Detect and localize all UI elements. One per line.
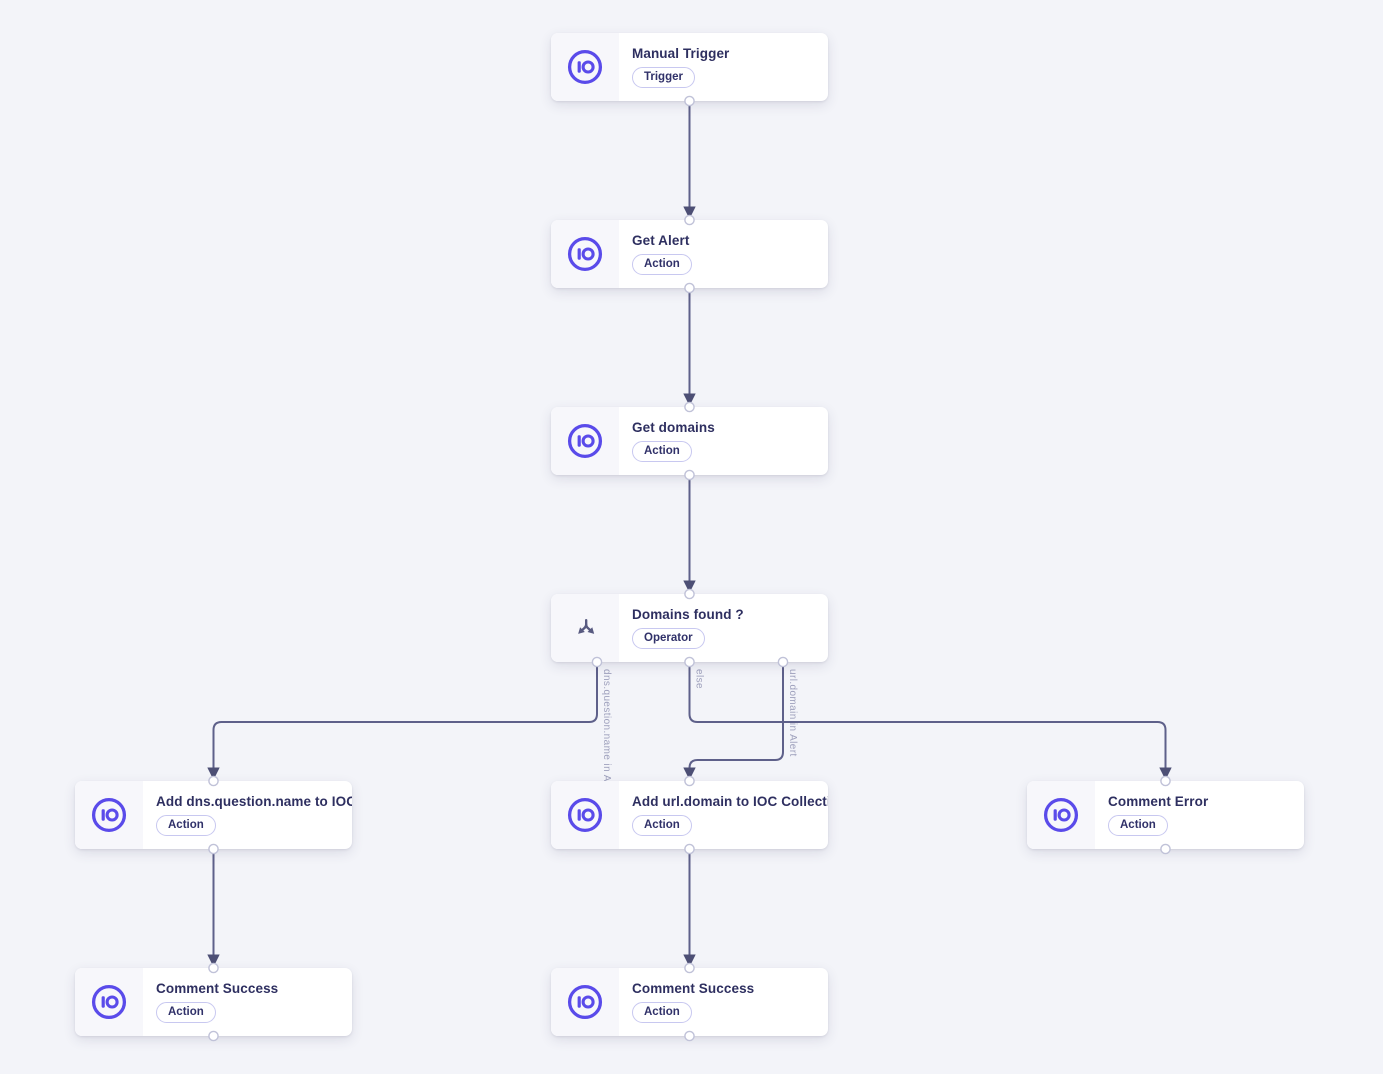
connector-port-in-comment-success-left[interactable] xyxy=(208,962,219,974)
edge-condition-label: dns.question.name in Alert xyxy=(601,669,612,798)
node-icon-panel xyxy=(551,781,619,849)
sekoia-io-logo-icon xyxy=(90,796,128,834)
connector-port-in-domains-found[interactable] xyxy=(684,588,695,600)
connector-port-out-center-manual-trigger[interactable] xyxy=(684,95,695,107)
node-type-badge: Action xyxy=(632,1001,692,1024)
node-body: Comment Success Action xyxy=(143,968,352,1036)
connector-port-out-center-add-url[interactable] xyxy=(684,843,695,855)
sekoia-io-logo-icon xyxy=(90,983,128,1021)
connector-port-in-add-url[interactable] xyxy=(684,775,695,787)
workflow-node-get-alert[interactable]: Get Alert Action xyxy=(551,220,828,288)
sekoia-io-logo-icon xyxy=(566,983,604,1021)
split-branch-icon xyxy=(572,615,599,642)
connector-port-out-center-comment-success-left[interactable] xyxy=(208,1030,219,1042)
node-title: Get domains xyxy=(632,419,715,435)
connector-port-out-center-comment-error[interactable] xyxy=(1160,843,1171,855)
workflow-node-comment-success-center[interactable]: Comment Success Action xyxy=(551,968,828,1036)
node-body: Get Alert Action xyxy=(619,220,828,288)
node-icon-panel xyxy=(551,407,619,475)
node-icon-panel xyxy=(551,220,619,288)
node-icon-panel xyxy=(551,968,619,1036)
node-type-badge: Action xyxy=(156,814,216,837)
node-type-badge: Action xyxy=(1108,814,1168,837)
connector-port-out-center-get-alert[interactable] xyxy=(684,282,695,294)
edge-condition-label: url.domain in Alert xyxy=(787,669,798,757)
node-body: Add dns.question.name to IOC ... Action xyxy=(143,781,352,849)
node-type-badge: Action xyxy=(156,1001,216,1024)
node-body: Get domains Action xyxy=(619,407,828,475)
node-icon-panel xyxy=(551,594,619,662)
workflow-node-domains-found[interactable]: Domains found ? Operator xyxy=(551,594,828,662)
connector-port-out-right-domains-found[interactable] xyxy=(777,656,789,668)
node-icon-panel xyxy=(1027,781,1095,849)
connector-port-in-add-dns[interactable] xyxy=(208,775,219,787)
workflow-node-add-dns[interactable]: Add dns.question.name to IOC ... Action xyxy=(75,781,352,849)
workflow-node-get-domains[interactable]: Get domains Action xyxy=(551,407,828,475)
sekoia-io-logo-icon xyxy=(566,796,604,834)
node-type-badge: Action xyxy=(632,814,692,837)
node-title: Comment Success xyxy=(632,980,755,996)
node-type-badge: Operator xyxy=(632,627,705,650)
node-body: Domains found ? Operator xyxy=(619,594,828,662)
workflow-node-manual-trigger[interactable]: Manual Trigger Trigger xyxy=(551,33,828,101)
node-icon-panel xyxy=(551,33,619,101)
node-icon-panel xyxy=(75,968,143,1036)
node-title: Comment Success xyxy=(156,980,279,996)
connector-port-in-comment-success-center[interactable] xyxy=(684,962,695,974)
connector-port-out-center-domains-found[interactable] xyxy=(684,656,695,668)
node-body: Add url.domain to IOC Collection Action xyxy=(619,781,828,849)
workflow-node-comment-error[interactable]: Comment Error Action xyxy=(1027,781,1304,849)
node-type-badge: Action xyxy=(632,253,692,276)
sekoia-io-logo-icon xyxy=(566,235,604,273)
connector-port-in-comment-error[interactable] xyxy=(1160,775,1171,787)
workflow-node-add-url[interactable]: Add url.domain to IOC Collection Action xyxy=(551,781,828,849)
connector-port-out-center-get-domains[interactable] xyxy=(684,469,695,481)
node-icon-panel xyxy=(75,781,143,849)
node-title: Add url.domain to IOC Collection xyxy=(632,793,828,809)
connector-port-out-center-comment-success-center[interactable] xyxy=(684,1030,695,1042)
connector-port-in-get-domains[interactable] xyxy=(684,401,695,413)
connector-port-in-get-alert[interactable] xyxy=(684,214,695,226)
connector-port-out-left-domains-found[interactable] xyxy=(591,656,603,668)
sekoia-io-logo-icon xyxy=(566,422,604,460)
node-title: Comment Error xyxy=(1108,793,1209,809)
node-title: Get Alert xyxy=(632,232,690,248)
edge-condition-label: else xyxy=(693,669,705,689)
node-type-badge: Action xyxy=(632,440,692,463)
node-body: Manual Trigger Trigger xyxy=(619,33,828,101)
node-title: Manual Trigger xyxy=(632,45,730,61)
sekoia-io-logo-icon xyxy=(566,48,604,86)
sekoia-io-logo-icon xyxy=(1042,796,1080,834)
node-body: Comment Success Action xyxy=(619,968,828,1036)
node-title: Add dns.question.name to IOC ... xyxy=(156,793,352,809)
node-title: Domains found ? xyxy=(632,606,744,622)
connector-port-out-center-add-dns[interactable] xyxy=(208,843,219,855)
node-body: Comment Error Action xyxy=(1095,781,1304,849)
node-type-badge: Trigger xyxy=(632,66,695,89)
workflow-node-comment-success-left[interactable]: Comment Success Action xyxy=(75,968,352,1036)
